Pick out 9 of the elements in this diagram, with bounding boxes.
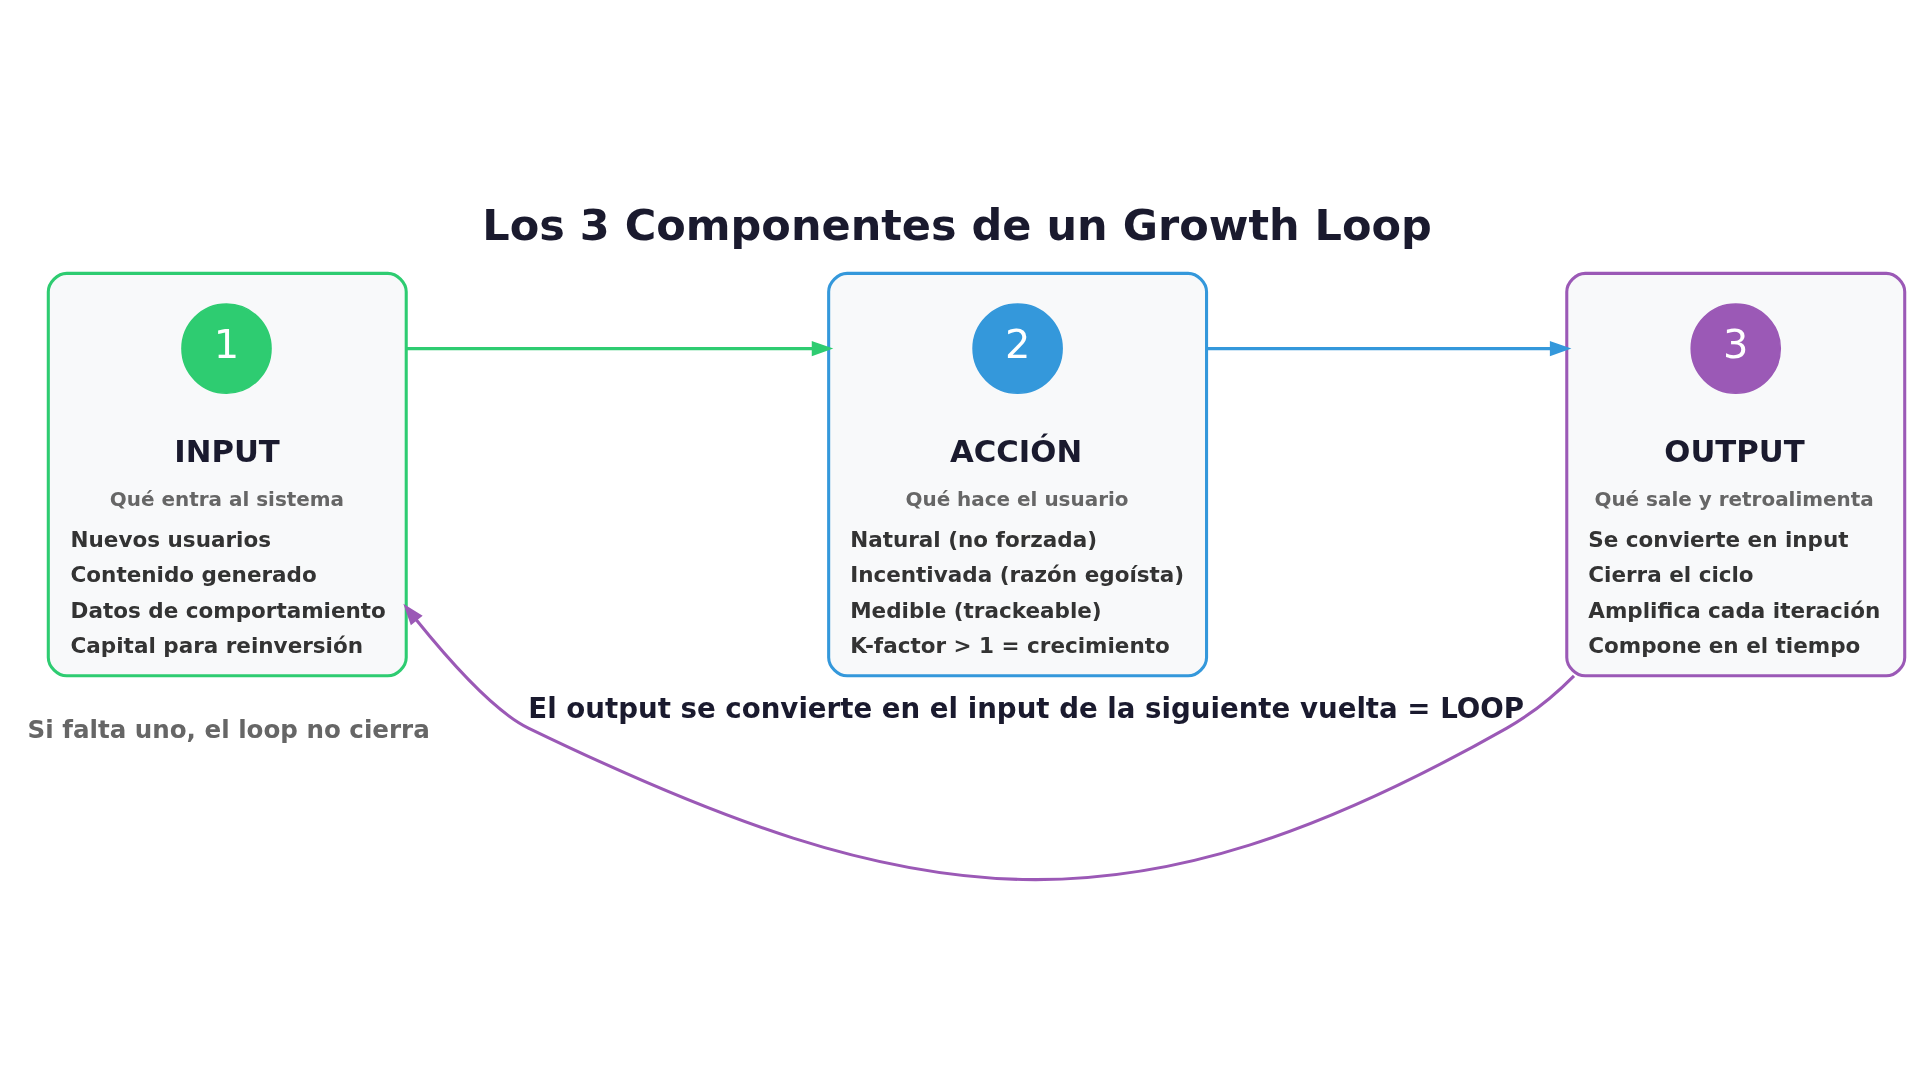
arrow <box>1206 340 1572 356</box>
node-circle: 3 <box>1690 302 1782 394</box>
arrow <box>406 340 834 356</box>
label: Si falta uno, el loop no cierra <box>27 714 430 744</box>
edge-label: El output se convierte en el input de la siguiente vuelta = LOOP <box>528 691 1525 725</box>
node-circle: 2 <box>972 302 1063 394</box>
arrow <box>403 603 1576 881</box>
node-circle: 1 <box>181 302 272 394</box>
diagram-title: Los 3 Componentes de un Growth Loop <box>482 199 1432 250</box>
